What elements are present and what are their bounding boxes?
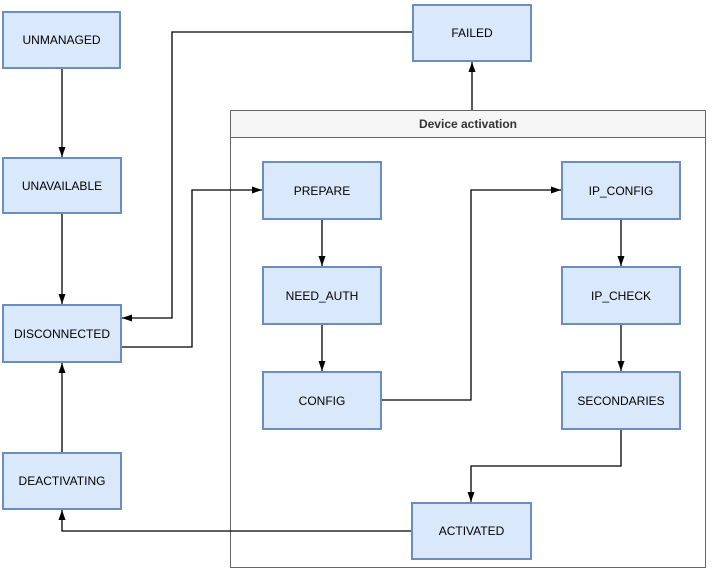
state-ip-check: IP_CHECK: [561, 266, 681, 325]
state-ip-config: IP_CONFIG: [561, 161, 681, 220]
state-secondaries: SECONDARIES: [561, 371, 681, 430]
state-unavailable: UNAVAILABLE: [2, 157, 122, 214]
state-need-auth: NEED_AUTH: [262, 266, 382, 325]
state-prepare: PREPARE: [262, 161, 382, 220]
device-activation-group-title: Device activation: [231, 111, 705, 138]
state-deactivating: DEACTIVATING: [2, 452, 122, 510]
state-failed: FAILED: [412, 4, 532, 62]
state-unmanaged: UNMANAGED: [2, 11, 121, 69]
state-config: CONFIG: [262, 371, 382, 430]
state-disconnected: DISCONNECTED: [2, 304, 122, 363]
state-activated: ACTIVATED: [411, 502, 532, 560]
